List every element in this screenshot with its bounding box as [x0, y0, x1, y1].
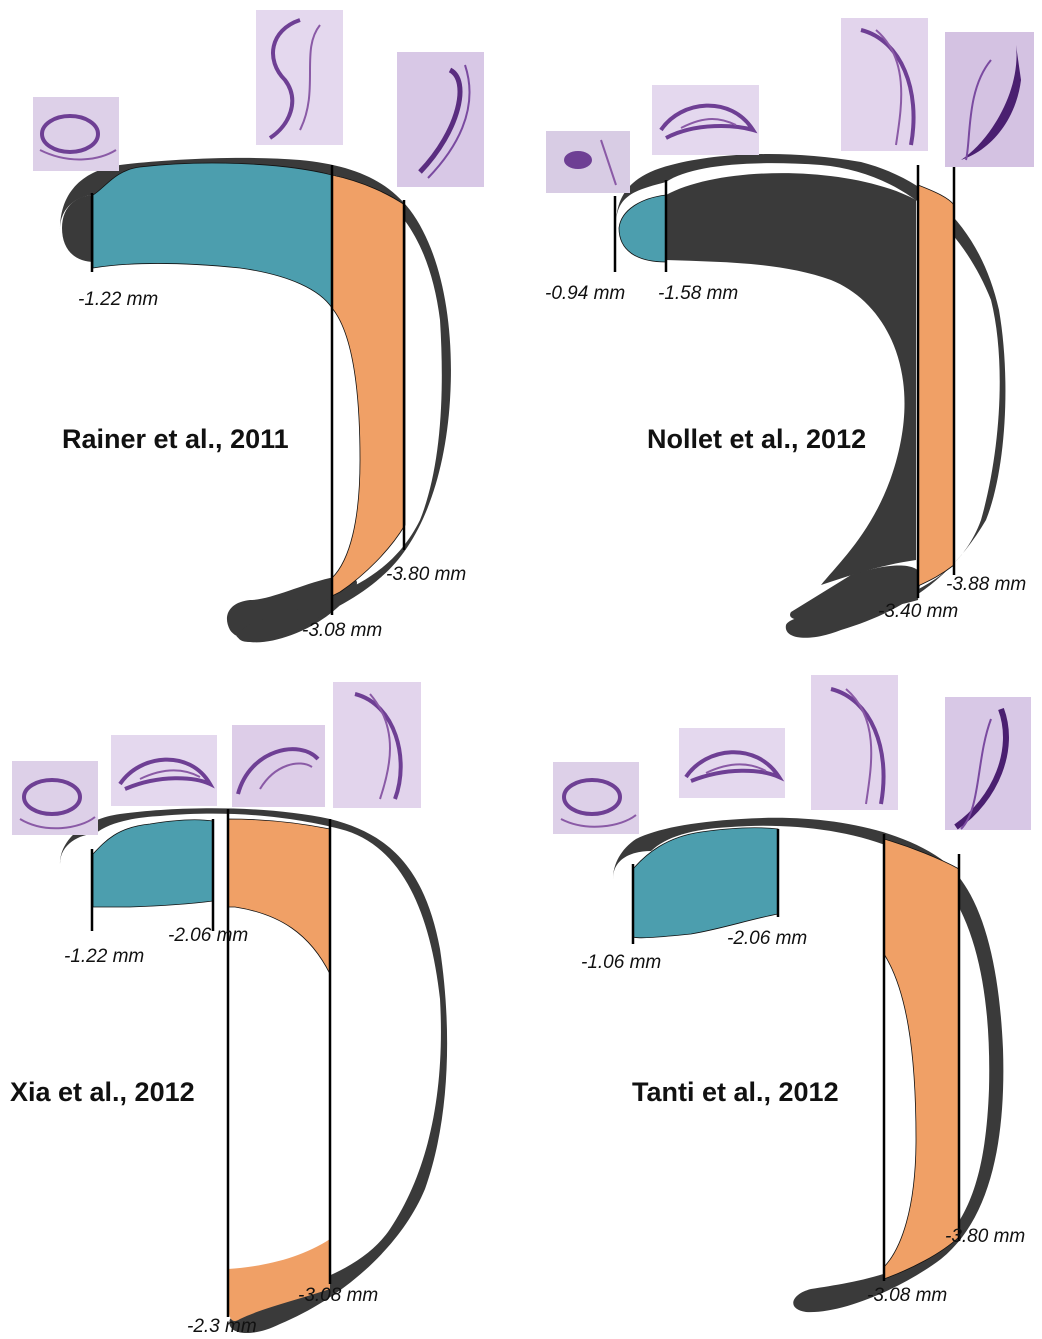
histology-thumbnail-3 [841, 18, 928, 151]
segment-dorsal [884, 839, 959, 1279]
histology-thumbnail-4 [333, 682, 421, 808]
histology-thumbnail-1 [546, 131, 630, 193]
panel-nollet: Nollet et al., 2012 -0.94 mm -1.58 mm -3… [521, 0, 1042, 669]
panel-title: Xia et al., 2012 [10, 1077, 195, 1108]
coordinate-label: -3.08 mm [298, 1285, 378, 1307]
histology-thumbnail-2 [256, 10, 343, 145]
segment-ventral [619, 195, 666, 262]
coordinate-label: -0.94 mm [545, 283, 625, 305]
hippocampus-diagram-nollet [521, 0, 1042, 669]
panel-title: Tanti et al., 2012 [632, 1077, 839, 1108]
histology-thumbnail-3 [811, 675, 898, 810]
histology-thumbnail-1 [12, 761, 98, 835]
hippocampus-diagram-xia [0, 669, 521, 1338]
coordinate-label: -3.40 mm [878, 601, 958, 623]
histology-thumbnail-3 [397, 52, 484, 187]
segment-dorsal [332, 175, 405, 596]
segment-dorsal [228, 819, 330, 974]
panel-title: Rainer et al., 2011 [62, 424, 289, 455]
panel-tanti: Tanti et al., 2012 -1.06 mm -2.06 mm -3.… [521, 669, 1042, 1338]
histology-thumbnail-4 [945, 697, 1031, 830]
panel-xia: Xia et al., 2012 -1.22 mm -2.06 mm -2.3 … [0, 669, 521, 1338]
coordinate-label: -3.08 mm [867, 1285, 947, 1307]
coordinate-label: -2.06 mm [727, 928, 807, 950]
segment-ventral [93, 820, 213, 907]
panel-rainer: Rainer et al., 2011 -1.22 mm -3.08 mm -3… [0, 0, 521, 669]
coordinate-label: -2.06 mm [168, 925, 248, 947]
coordinate-label: -3.08 mm [302, 620, 382, 642]
coordinate-label: -1.22 mm [78, 289, 158, 311]
coordinate-label: -1.22 mm [64, 946, 144, 968]
segment-ventral [93, 163, 332, 308]
coordinate-label: -3.88 mm [946, 574, 1026, 596]
histology-thumbnail-1 [553, 762, 639, 834]
coordinate-label: -3.80 mm [386, 564, 466, 586]
coordinate-label: -3.80 mm [945, 1226, 1025, 1248]
coordinate-label: -1.06 mm [581, 952, 661, 974]
coordinate-label: -1.58 mm [658, 283, 738, 305]
histology-thumbnail-4 [945, 32, 1034, 167]
coordinate-label: -2.3 mm [187, 1316, 257, 1338]
panel-title: Nollet et al., 2012 [647, 424, 866, 455]
histology-thumbnail-3 [232, 725, 325, 807]
histology-thumbnail-2 [679, 728, 785, 798]
histology-thumbnail-2 [111, 735, 217, 806]
histology-thumbnail-2 [652, 85, 759, 155]
segment-dorsal [918, 185, 954, 586]
histology-thumbnail-1 [33, 97, 119, 171]
